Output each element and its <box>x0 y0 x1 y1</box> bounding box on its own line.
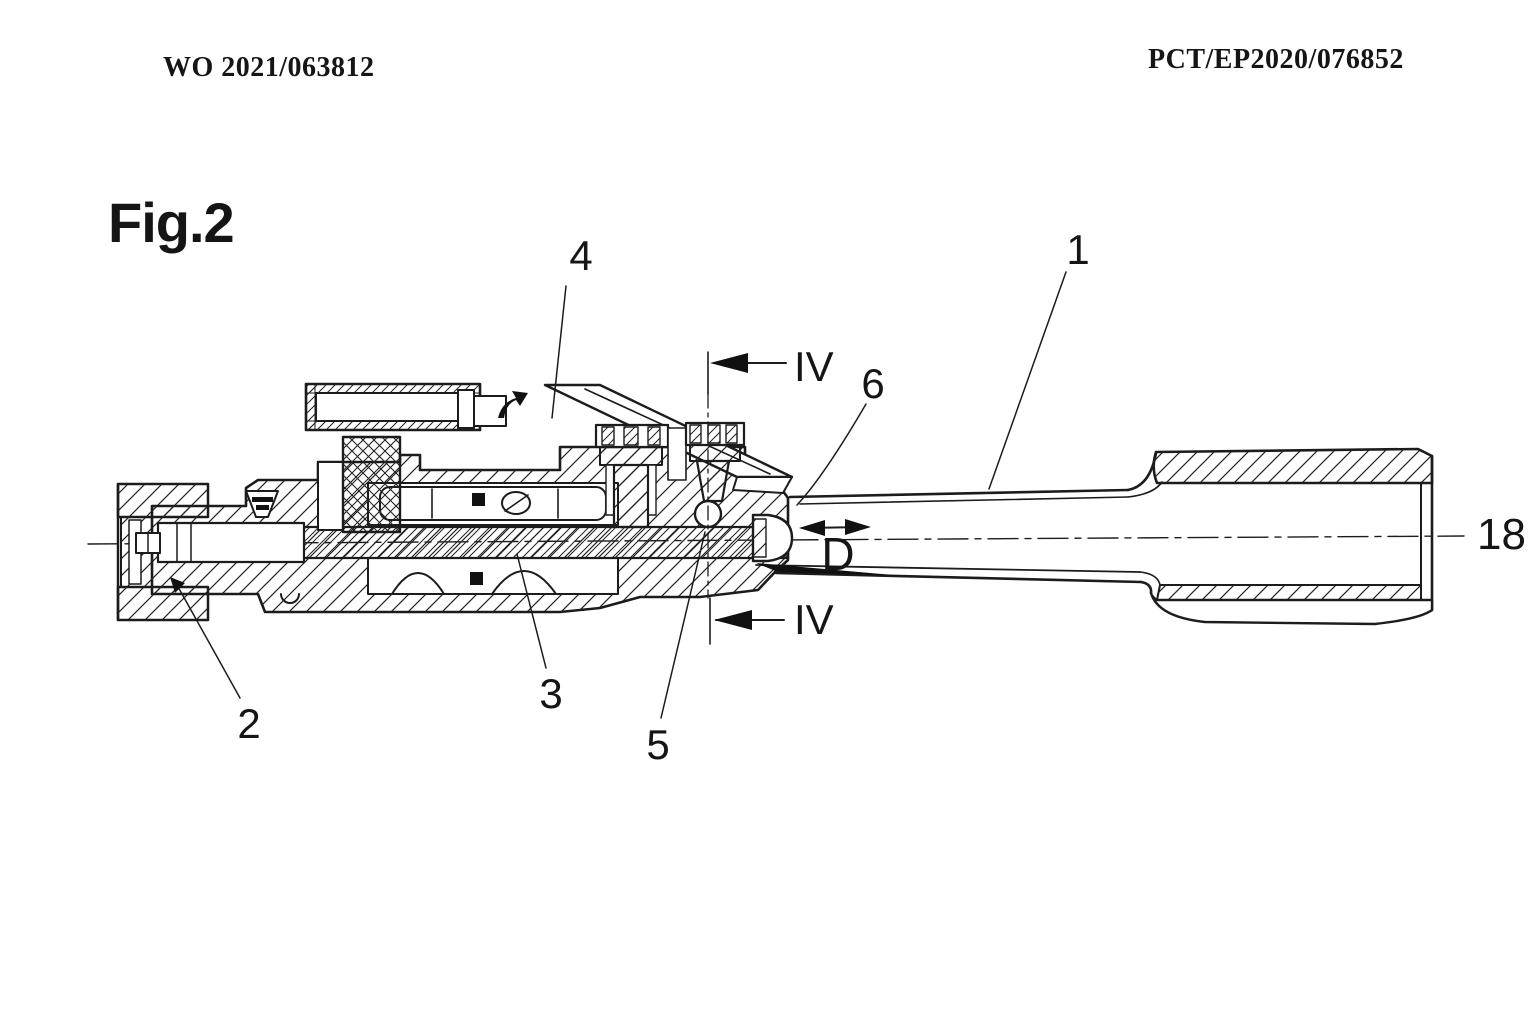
publication-number: WO 2021/063812 <box>163 52 375 83</box>
funnel-detail <box>245 490 279 518</box>
assembly <box>87 271 1465 719</box>
ref-5: 5 <box>646 721 669 768</box>
application-number: PCT/EP2020/076852 <box>1148 44 1404 75</box>
section-arrow-bottom-icon <box>714 610 752 630</box>
body-notch <box>280 593 300 604</box>
cap-gap <box>667 427 687 481</box>
ref-18: 18 <box>1477 510 1526 559</box>
crosshatched-block <box>317 435 402 534</box>
outlet-plug <box>751 513 794 563</box>
valve-cap-right <box>684 421 746 503</box>
ref-3: 3 <box>539 670 562 717</box>
pivot-arrow-icon <box>498 391 528 418</box>
leader-lines <box>170 271 1067 719</box>
figure-title: Fig.2 <box>108 191 235 254</box>
ref-2: 2 <box>237 700 260 747</box>
dimension-label: D <box>821 528 854 580</box>
ref-6: 6 <box>861 360 884 407</box>
valve-cap-left <box>594 423 670 529</box>
barrel <box>1149 447 1434 626</box>
spring-capsule <box>379 486 607 521</box>
displacement-arrow <box>799 519 871 536</box>
section-line-IV <box>707 351 787 645</box>
section-arrow-top-icon <box>710 353 748 373</box>
reference-labels: 4 1 6 18 2 3 5 IV IV D <box>237 226 1526 768</box>
ref-4: 4 <box>569 232 592 279</box>
ref-1: 1 <box>1066 226 1089 273</box>
needle-rod <box>135 521 790 564</box>
section-label-top: IV <box>794 343 834 390</box>
section-label-bottom: IV <box>794 596 834 643</box>
